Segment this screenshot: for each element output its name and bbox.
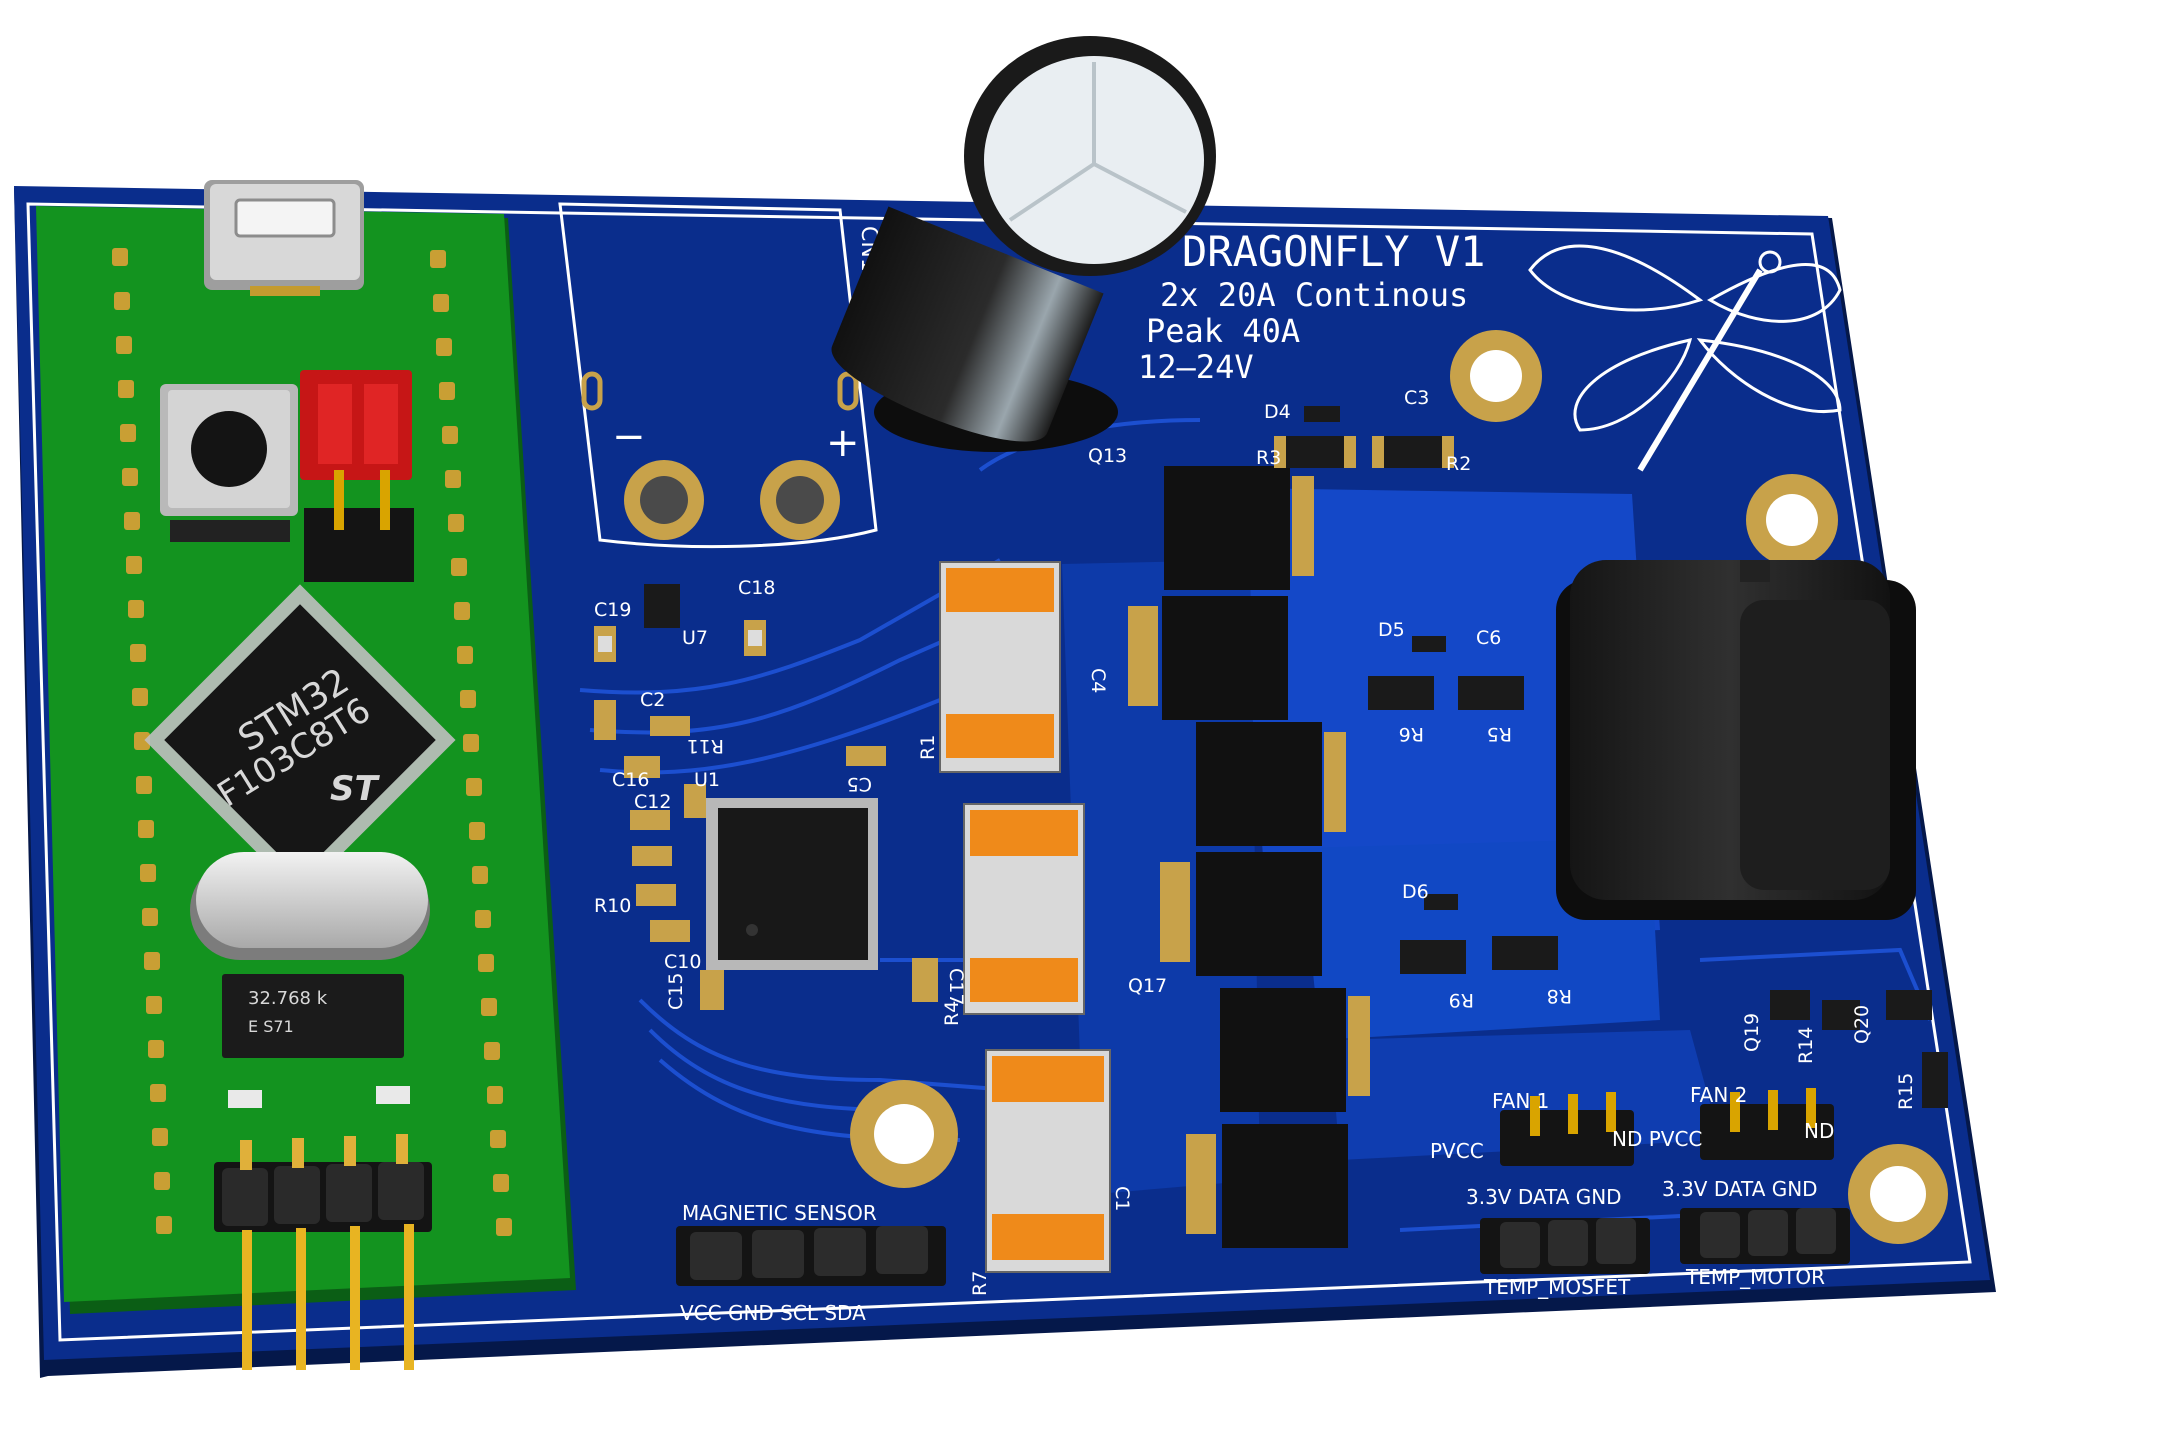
mosfet-6 (1186, 1124, 1348, 1248)
label-d6: D6 (1402, 881, 1429, 903)
label-r15: R15 (1895, 1073, 1917, 1110)
label-fan1: FAN 1 (1492, 1089, 1549, 1113)
spec-voltage: 12–24V (1138, 348, 1254, 386)
label-q20: Q20 (1851, 1005, 1873, 1044)
label-r3: R3 (1256, 447, 1281, 469)
gate-driver-ic (706, 798, 878, 970)
label-c15: C15 (665, 973, 687, 1010)
label-r4: R4 (941, 1001, 963, 1026)
magnetic-sensor-header[interactable] (676, 1226, 946, 1286)
label-nd-pvcc: ND PVCC (1612, 1127, 1702, 1151)
led-left (228, 1090, 262, 1108)
boot-jumpers[interactable] (300, 370, 414, 582)
label-r9: R9 (1449, 989, 1474, 1011)
board-title-block: DRAGONFLY V1 2x 20A Continous Peak 40A 1… (1138, 227, 1485, 386)
spec-peak: Peak 40A (1146, 312, 1300, 350)
label-c3: C3 (1404, 387, 1429, 409)
shunt-resistors (939, 561, 1111, 1273)
label-c12: C12 (634, 791, 671, 813)
mcu-dev-module: STM32 F103C8T6 ST 32.768 k E S71 (36, 180, 576, 1370)
rtc-crystal-line1: 32.768 k (248, 988, 328, 1009)
label-r6: R6 (1399, 723, 1424, 745)
swd-pin-header[interactable] (214, 1134, 432, 1370)
power-input-cn1: CN1 − + (558, 202, 881, 549)
shunt-r4 (963, 803, 1085, 1015)
gate-resistors (1274, 406, 1558, 974)
label-r2: R2 (1446, 453, 1471, 475)
label-temp-pins-a: 3.3V DATA GND (1466, 1185, 1622, 1209)
led-right (376, 1086, 410, 1104)
label-c10: C10 (664, 951, 701, 973)
module-pin-row-right (430, 250, 512, 1236)
crystal-hc49 (190, 852, 430, 960)
pcb-silk-outline (26, 202, 1972, 1342)
label-temp-motor: TEMP_MOTOR (1685, 1265, 1825, 1289)
stm32-chip: STM32 F103C8T6 ST (144, 584, 456, 896)
label-c18: C18 (738, 577, 775, 599)
board-title: DRAGONFLY V1 (1182, 227, 1485, 276)
label-u1: U1 (694, 769, 720, 791)
rtc-crystal-line2: E S71 (248, 1017, 294, 1036)
label-pvcc: PVCC (1430, 1139, 1484, 1163)
mosfet-4 (1160, 852, 1322, 976)
mosfet-5 (1220, 988, 1370, 1112)
label-c4: C4 (1087, 668, 1109, 693)
micro-usb-port[interactable] (204, 180, 364, 296)
label-r11: R11 (687, 735, 724, 757)
mosfet-2 (1128, 596, 1288, 720)
label-nd: ND (1804, 1119, 1834, 1143)
label-magnetic-pins: VCC GND SCL SDA (680, 1301, 866, 1325)
smd-components (594, 584, 938, 1010)
silkscreen-labels: C19 C18 U7 C2 C16 U1 C12 R10 C10 C15 C5 … (594, 387, 1917, 1325)
label-c6: C6 (1476, 627, 1501, 649)
label-c16: C16 (612, 769, 649, 791)
label-c19: C19 (594, 599, 631, 621)
shunt-r1 (939, 561, 1061, 773)
label-r14: R14 (1795, 1027, 1817, 1064)
temp-section-components (1770, 990, 1948, 1108)
label-magnetic-sensor: MAGNETIC SENSOR (682, 1201, 877, 1225)
mosfet-array (1128, 466, 1370, 1248)
st-logo: ST (330, 769, 380, 809)
mosfet-3 (1196, 722, 1346, 846)
label-fan2: FAN 2 (1690, 1083, 1747, 1107)
mosfet-1 (1164, 466, 1314, 590)
label-c2: C2 (640, 689, 665, 711)
label-d5: D5 (1378, 619, 1405, 641)
minus-label: − (612, 414, 646, 460)
label-r5: R5 (1487, 723, 1512, 745)
temp-motor-header[interactable] (1680, 1208, 1850, 1264)
label-c5: C5 (847, 773, 872, 795)
label-temp-mosfet: TEMP_MOSFET (1483, 1275, 1631, 1299)
shunt-r7 (985, 1049, 1111, 1273)
label-r7: R7 (969, 1271, 991, 1296)
label-r8: R8 (1547, 985, 1572, 1007)
label-u7: U7 (682, 627, 708, 649)
label-c1: C1 (1111, 1186, 1133, 1211)
label-q17: Q17 (1128, 975, 1167, 997)
fan2-header[interactable] (1700, 1088, 1834, 1160)
label-q13: Q13 (1088, 445, 1127, 467)
label-q19: Q19 (1741, 1013, 1763, 1052)
label-r1: R1 (917, 735, 939, 760)
plus-label: + (826, 420, 860, 466)
reset-button[interactable] (160, 384, 298, 542)
rtc-crystal: 32.768 k E S71 (222, 974, 404, 1058)
spec-current: 2x 20A Continous (1160, 276, 1468, 314)
label-d4: D4 (1264, 401, 1291, 423)
motor-output-connector[interactable] (1556, 560, 1916, 920)
label-temp-pins-b: 3.3V DATA GND (1662, 1177, 1818, 1201)
dragonfly-logo (1528, 244, 1842, 472)
mounting-holes (850, 330, 1948, 1244)
label-c17: C17 (945, 968, 967, 1005)
module-pin-row-left (112, 248, 172, 1234)
electrolytic-capacitor (831, 36, 1216, 452)
label-r10: R10 (594, 895, 631, 917)
temp-mosfet-header[interactable] (1480, 1218, 1650, 1274)
fan1-header[interactable] (1500, 1092, 1634, 1166)
